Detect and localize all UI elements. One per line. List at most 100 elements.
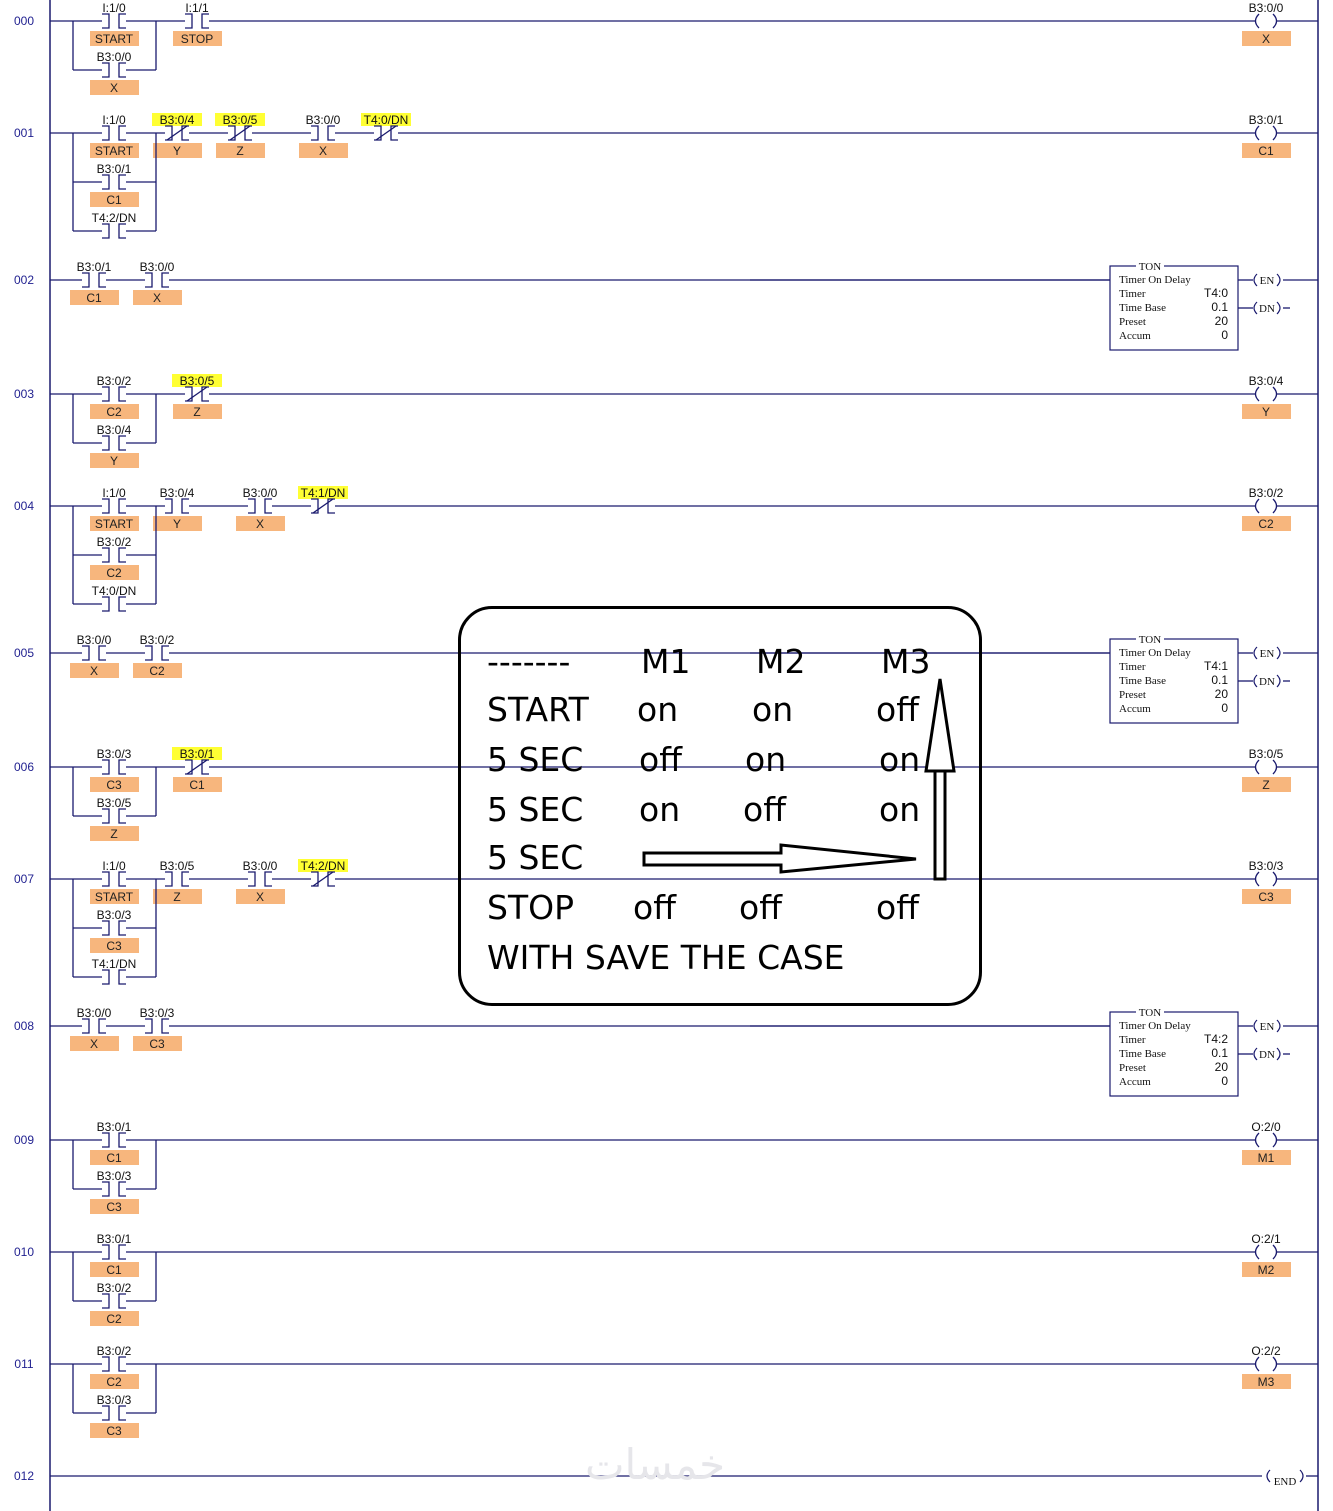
timer-field-label: Timer [1119,661,1146,673]
contact-address: I:1/0 [102,486,126,500]
contact-no[interactable]: B3:0/1C1 [90,1120,139,1165]
output-coil[interactable]: B3:0/2C2 [1242,486,1291,531]
tag-bg [1242,777,1291,792]
contact-left-bracket [82,272,90,288]
rung-number: 010 [14,1245,34,1259]
coil-left-arc [1254,125,1260,141]
timer-field-value: 0 [1221,701,1228,715]
contact-no[interactable]: B3:0/3C3 [90,1393,139,1438]
contact-no[interactable]: B3:0/3C3 [90,1169,139,1214]
contact-nc[interactable]: B3:0/1C1 [172,747,222,792]
contact-no[interactable]: T4:0/DN [92,584,137,612]
contact-left-bracket [374,125,382,141]
contact-no[interactable]: T4:2/DN [92,211,137,239]
contact-right-bracket [118,125,126,141]
contact-no[interactable]: T4:1/DN [92,957,137,985]
contact-no[interactable]: B3:0/0X [70,1006,119,1051]
coil-address: B3:0/2 [1249,486,1284,500]
contact-no[interactable]: B3:0/2C2 [133,633,182,678]
arc-left [1253,301,1258,315]
contact-no[interactable]: B3:0/0X [299,113,348,158]
contact-left-bracket [102,1356,110,1372]
contact-no[interactable]: B3:0/1C1 [90,162,139,207]
contact-no[interactable]: B3:0/0X [133,260,182,305]
contact-nc[interactable]: T4:0/DN [361,113,411,141]
contact-tag: START [95,517,134,531]
contact-nc[interactable]: T4:1/DN [298,486,348,514]
tag-bg [90,1199,139,1214]
contact-no[interactable]: B3:0/2C2 [90,535,139,580]
contact-no[interactable]: B3:0/1C1 [70,260,119,305]
contact-no[interactable]: B3:0/0X [70,633,119,678]
contact-no[interactable]: B3:0/3C3 [90,908,139,953]
coil-right-arc [1272,1356,1278,1372]
contact-nc[interactable]: B3:0/4Y [152,113,202,158]
contact-no[interactable]: B3:0/2C2 [90,1281,139,1326]
output-coil[interactable]: B3:0/4Y [1242,374,1291,419]
contact-nc[interactable]: T4:2/DN [298,859,348,887]
coil-address: B3:0/4 [1249,374,1284,388]
output-coil[interactable]: B3:0/0X [1242,1,1291,46]
contact-nc[interactable]: B3:0/5Z [172,374,222,419]
contact-no[interactable]: B3:0/3C3 [133,1006,182,1051]
contact-left-bracket [102,808,110,824]
timer-box [1109,638,1239,724]
contact-no[interactable]: B3:0/0X [236,859,285,904]
highlight-bg [298,486,348,499]
highlight-bg [172,374,222,387]
contact-address: B3:0/3 [97,908,132,922]
contact-right-bracket [98,645,106,661]
contact-tag: C1 [106,193,122,207]
tag-bg [90,143,139,158]
contact-left-bracket [102,920,110,936]
contact-no[interactable]: B3:0/5Z [90,796,139,841]
output-coil[interactable]: B3:0/5Z [1242,747,1291,792]
contact-tag: Z [173,890,180,904]
output-coil[interactable]: B3:0/3C3 [1242,859,1291,904]
timer-field-value: T4:2 [1204,1032,1228,1046]
contact-left-bracket [102,62,110,78]
contact-no[interactable]: B3:0/5Z [153,859,202,904]
rung-number: 001 [14,126,34,140]
contact-no[interactable]: B3:0/4Y [153,486,202,531]
contact-right-bracket [118,1293,126,1309]
contact-left-bracket [248,498,256,514]
contact-right-bracket [118,223,126,239]
contact-address: B3:0/4 [97,423,132,437]
output-coil[interactable]: O:2/1M2 [1242,1232,1291,1277]
contact-address: B3:0/1 [97,162,132,176]
output-coil[interactable]: O:2/2M3 [1242,1344,1291,1389]
contact-no[interactable]: B3:0/4Y [90,423,139,468]
contact-no[interactable]: B3:0/1C1 [90,1232,139,1277]
contact-tag: C1 [86,291,102,305]
contact-right-bracket [118,174,126,190]
timer-field-label: Preset [1119,689,1146,701]
coil-left-arc [1254,871,1260,887]
contact-nc[interactable]: B3:0/5Z [215,113,265,158]
contact-no[interactable]: B3:0/2C2 [90,1344,139,1389]
contact-no[interactable]: B3:0/0X [90,50,139,95]
rung-number: 011 [14,1357,33,1371]
contact-no[interactable]: B3:0/0X [236,486,285,531]
contact-no[interactable]: B3:0/3C3 [90,747,139,792]
timer-field-value: 20 [1215,314,1229,328]
output-coil[interactable]: B3:0/1C1 [1242,113,1291,158]
contact-tag: Y [110,454,118,468]
en-coil: EN [1253,1019,1281,1033]
contact-address: I:1/0 [102,1,126,15]
contact-left-bracket [82,645,90,661]
arc-right [1299,1469,1304,1483]
contact-no[interactable]: B3:0/2C2 [90,374,139,419]
timer-field-value: T4:0 [1204,286,1228,300]
output-coil[interactable]: O:2/0M1 [1242,1120,1291,1165]
